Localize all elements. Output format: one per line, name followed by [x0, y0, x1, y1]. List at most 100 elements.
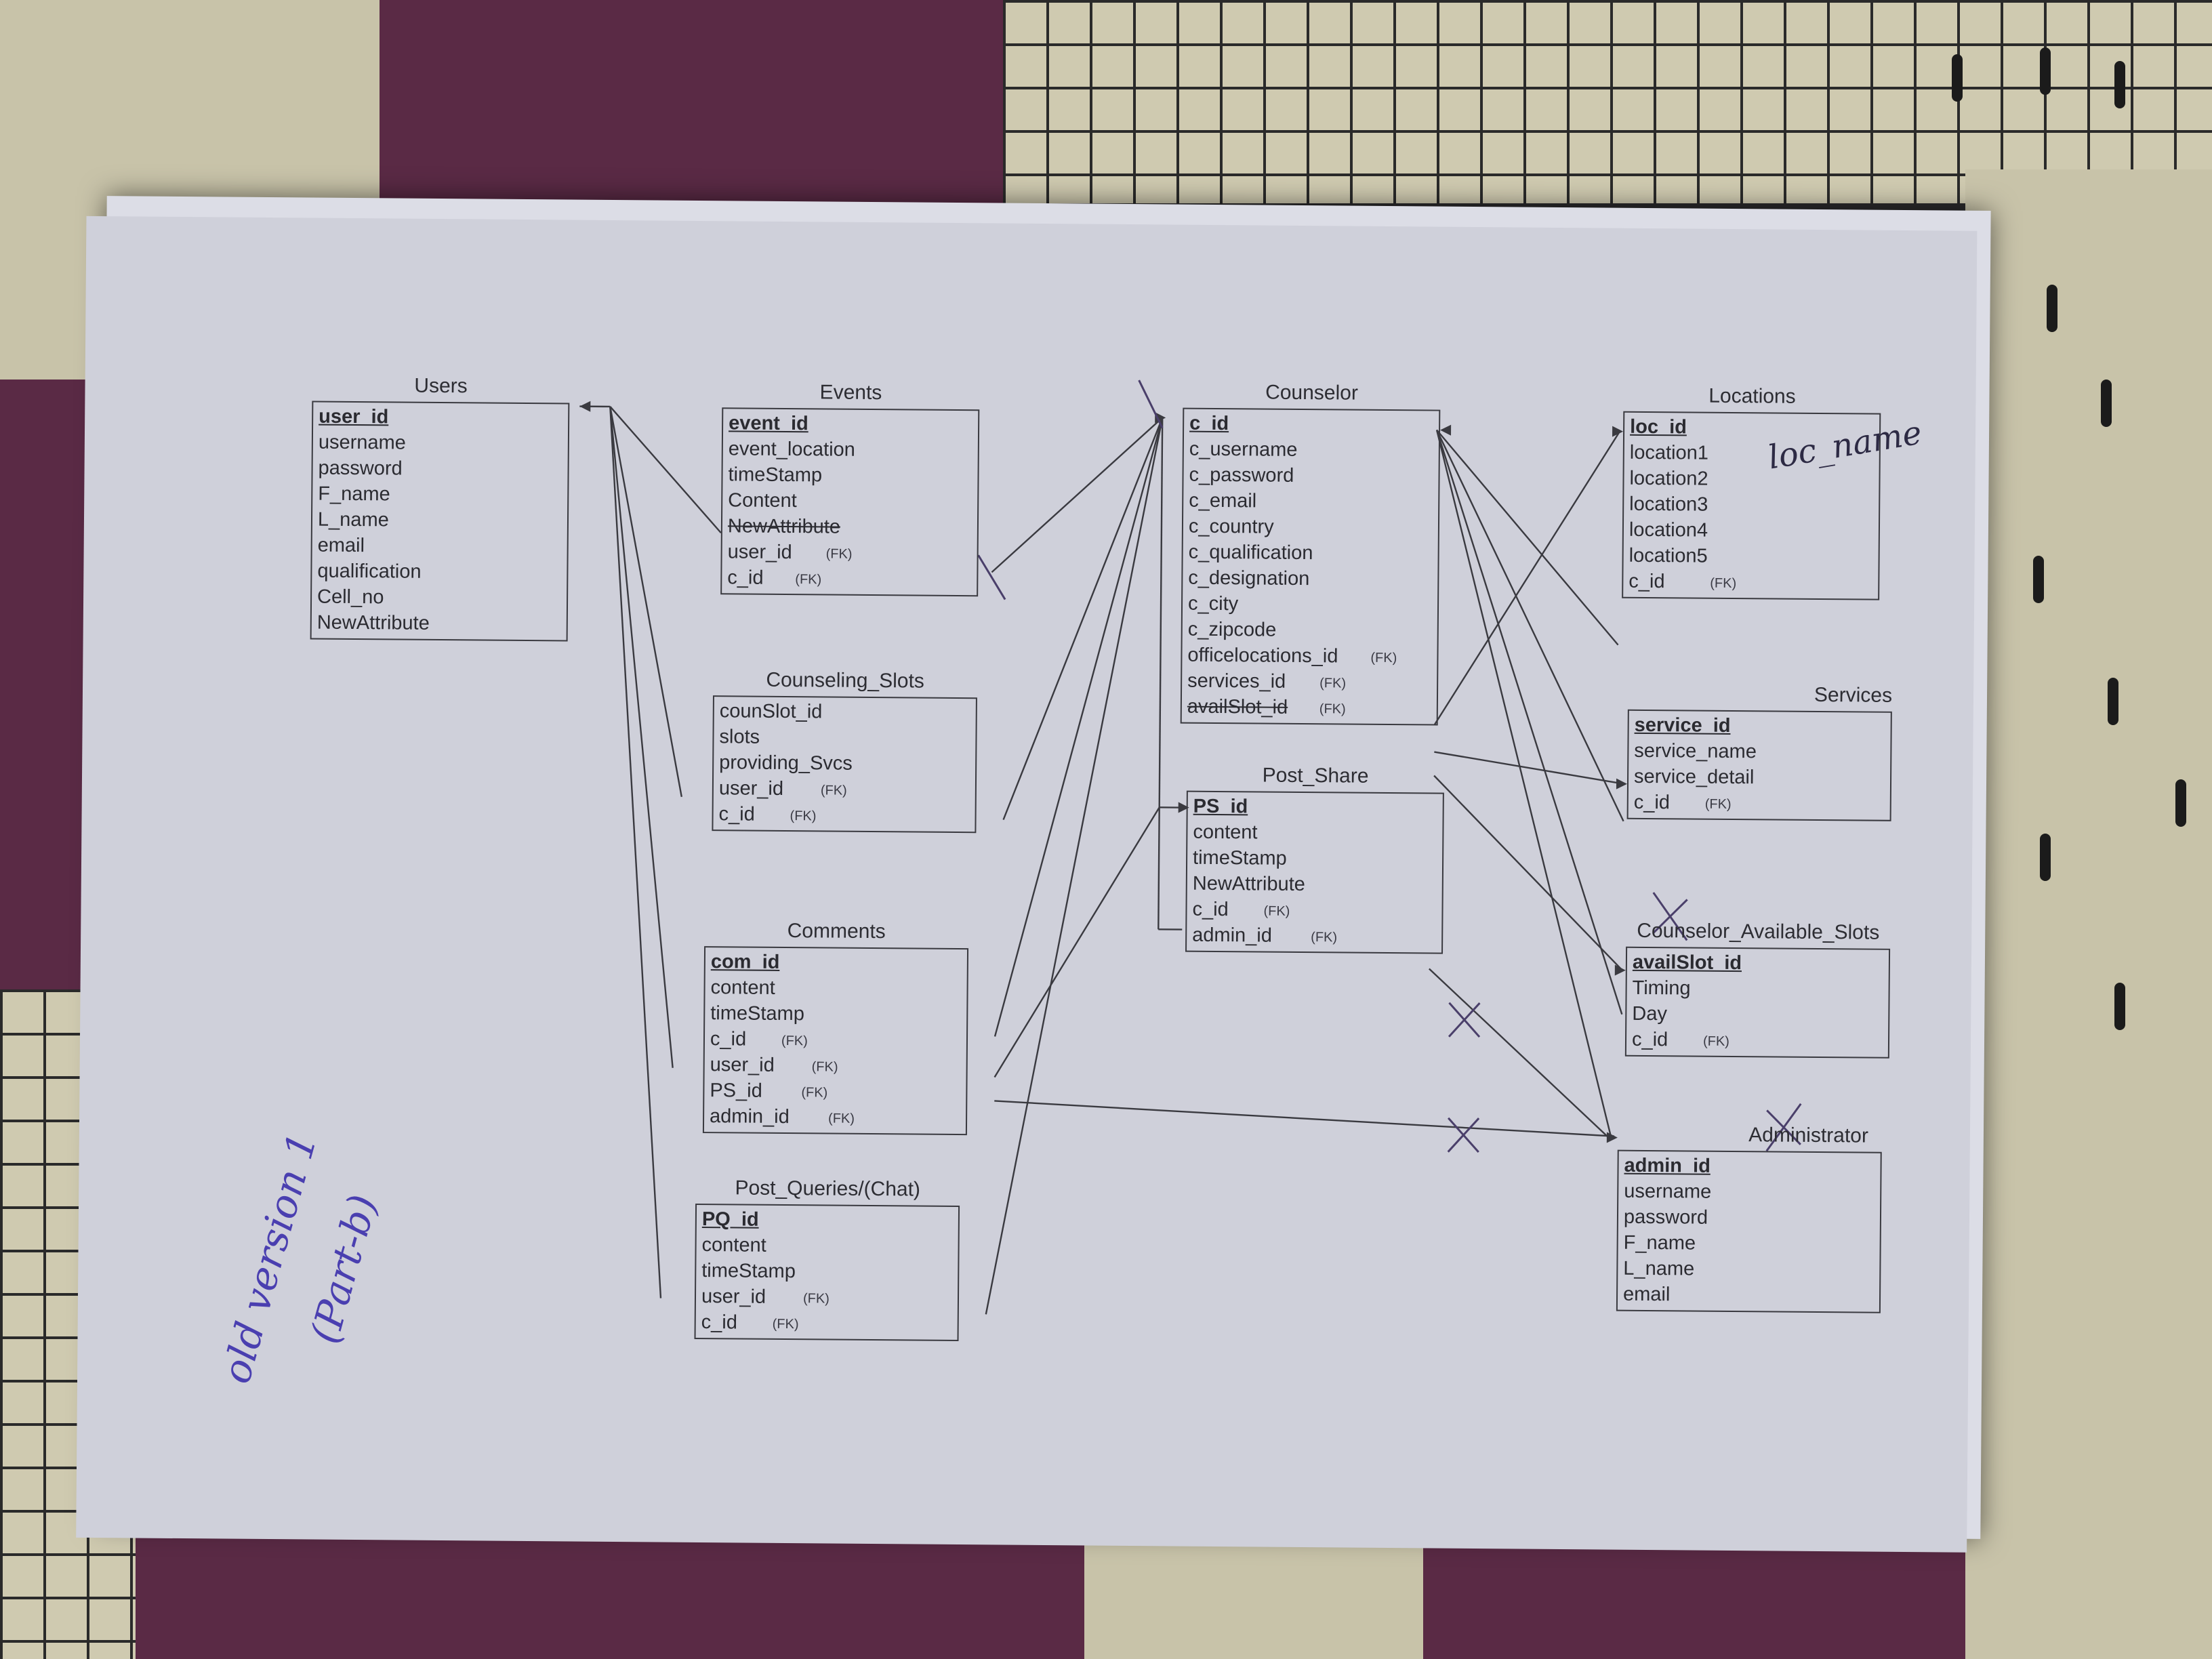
fk-tag: (FK)	[781, 1033, 808, 1049]
fk-tag: (FK)	[827, 1111, 855, 1126]
attribute: location5	[1629, 544, 1708, 567]
entity-title: Counseling_Slots	[766, 668, 925, 693]
fk-tag: (FK)	[1263, 903, 1290, 919]
attribute: location2	[1629, 467, 1708, 490]
attribute: NewAttribute	[316, 611, 430, 634]
attribute-name: user_id	[718, 777, 784, 800]
attribute-name: c_id	[727, 567, 764, 589]
attribute: L_name	[317, 508, 389, 531]
entity-title: Counselor_Available_Slots	[1637, 919, 1880, 944]
attribute: c_qualification	[1188, 541, 1313, 565]
attribute-foreign-key: admin_id (FK)	[710, 1103, 960, 1131]
arrowheads	[579, 401, 1627, 1143]
attribute-primary-key: PS_id	[1193, 795, 1248, 818]
fk-tag: (FK)	[1710, 575, 1737, 592]
entity-title: Users	[414, 374, 468, 398]
entity-box: availSlot_id Timing Day c_id(FK)	[1624, 946, 1891, 1059]
entity-counseling-slots: Counseling_Slots counSlot_id slots provi…	[712, 669, 977, 834]
entity-administrator: Administrator admin_id username password…	[1616, 1124, 1882, 1313]
attribute-primary-key: availSlot_id	[1632, 951, 1742, 975]
attribute-foreign-key: c_id (FK)	[1192, 897, 1436, 924]
attribute-foreign-key: admin_id(FK)	[1192, 922, 1436, 950]
arrowhead-counselor-right	[1440, 424, 1452, 436]
attribute: timeStamp	[710, 1002, 805, 1025]
relation-line-counselor-comments	[994, 417, 1164, 1037]
attribute: username	[318, 431, 406, 454]
relation-line-availslot-available-slots	[1433, 775, 1623, 971]
entity-box: admin_id username password F_name L_name…	[1616, 1149, 1882, 1313]
attribute: password	[1623, 1206, 1708, 1229]
attribute-name: c_id	[1629, 570, 1665, 593]
relation-line-comments-post-share	[994, 806, 1160, 1078]
attribute: c_city	[1187, 592, 1239, 615]
attribute-name: c_id	[1631, 1028, 1668, 1051]
attribute-foreign-key: c_id(FK)	[1634, 790, 1885, 817]
relation-line-users-comments	[609, 406, 674, 1068]
attribute: email	[317, 534, 365, 557]
entity-title: Post_Queries/(Chat)	[735, 1176, 921, 1201]
attribute-name: c_id	[1192, 898, 1229, 921]
entity-box: event_id event_location timeStamp Conten…	[720, 407, 980, 597]
attribute: timeStamp	[728, 464, 823, 487]
attribute-name: availSlot_id	[1187, 695, 1288, 718]
attribute: service_name	[1634, 739, 1757, 763]
attribute: slots	[719, 726, 760, 748]
entity-title: Counselor	[1265, 381, 1359, 405]
relation-line-counselor-events	[991, 417, 1164, 573]
attribute-primary-key: user_id	[319, 405, 389, 428]
attribute: c_designation	[1188, 567, 1310, 590]
attribute: F_name	[318, 483, 390, 506]
entity-title: Comments	[787, 920, 886, 943]
arrowhead-locations	[1612, 426, 1624, 437]
relation-line-counselor-counseling-slots	[1002, 417, 1164, 820]
attribute-foreign-key: c_id (FK)	[1629, 569, 1872, 596]
entity-box: service_id service_name service_detail c…	[1626, 709, 1892, 821]
attribute-foreign-key: availSlot_id(FK)	[1187, 694, 1431, 722]
attribute: content	[701, 1234, 766, 1256]
relation-line-users-counseling-slots	[609, 406, 682, 798]
attribute: Day	[1632, 1002, 1668, 1025]
fk-tag: (FK)	[772, 1316, 799, 1332]
attribute-name: officelocations_id	[1187, 644, 1338, 668]
entity-box: c_id c_username c_password c_email c_cou…	[1180, 407, 1441, 726]
arrowhead-users	[579, 401, 591, 412]
relation-line-post-share-administrator	[1429, 968, 1612, 1141]
attribute: service_detail	[1633, 765, 1755, 789]
attribute: location3	[1629, 493, 1708, 516]
entity-title: Services	[1814, 683, 1893, 707]
attribute: NewAttribute	[1192, 872, 1305, 896]
attribute-name: c_id	[1633, 791, 1671, 814]
entity-box: com_id content timeStamp c_id(FK) user_i…	[702, 946, 969, 1136]
fk-tag: (FK)	[1702, 1033, 1729, 1049]
attribute: providing_Svcs	[719, 752, 853, 775]
fk-tag: (FK)	[1370, 650, 1397, 666]
attribute-primary-key: service_id	[1634, 714, 1731, 737]
attribute: c_zipcode	[1187, 618, 1277, 641]
relation-line-users-post-queries	[609, 406, 662, 1298]
attribute-foreign-key: services_id(FK)	[1187, 668, 1431, 696]
pen-cross-marks	[977, 380, 1802, 1153]
attribute-primary-key: event_id	[729, 412, 808, 435]
entity-counselor: Counselor c_id c_username c_password c_e…	[1180, 382, 1441, 726]
attribute: email	[1622, 1283, 1671, 1306]
entity-title: Locations	[1708, 384, 1796, 408]
entity-title: Events	[819, 381, 882, 405]
attribute-name: user_id	[710, 1054, 775, 1076]
attribute: L_name	[1623, 1257, 1695, 1280]
relation-line-counselor-services	[1436, 430, 1624, 822]
attribute-name: admin_id	[1192, 924, 1273, 947]
arrowhead-administrator	[1606, 1132, 1618, 1143]
attribute-primary-key: PQ_id	[701, 1208, 759, 1231]
relation-line-services-services	[1434, 751, 1624, 785]
attribute-name: admin_id	[709, 1105, 790, 1128]
attribute-name: services_id	[1187, 670, 1286, 693]
attribute-foreign-key: user_id(FK)	[719, 775, 970, 803]
relation-line-counselor-administrator	[1435, 430, 1612, 1136]
er-diagram: Users user_id username password F_name L…	[96, 196, 1990, 1539]
attribute-foreign-key: c_id(FK)	[718, 801, 969, 829]
fk-tag: (FK)	[811, 1059, 838, 1075]
attribute-foreign-key: PS_id(FK)	[710, 1078, 960, 1105]
attribute: content	[710, 977, 775, 999]
relation-line-counselor-available-slots	[1435, 430, 1623, 1015]
